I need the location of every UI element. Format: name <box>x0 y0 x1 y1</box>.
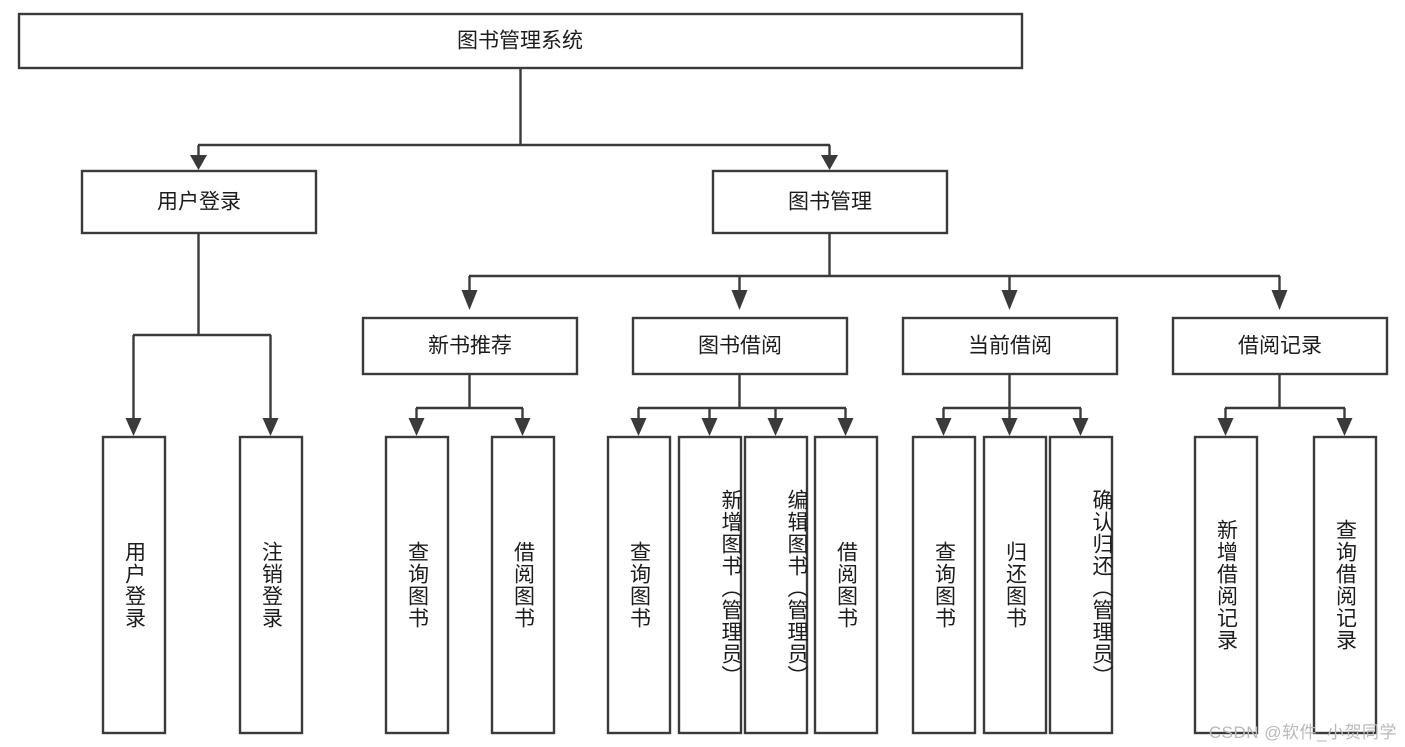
leaf-boxes-group <box>101 435 1378 735</box>
leaf-box-return-book[interactable] <box>982 435 1048 735</box>
connector-group-borrow-record <box>1217 374 1353 436</box>
arrow-head-leaf-add-book <box>701 418 718 436</box>
arrow-head-current-borrow <box>1001 290 1018 310</box>
node-current-borrow-box[interactable] <box>901 316 1119 376</box>
arrow-head-user-login <box>190 155 207 170</box>
connector-group-user-login <box>125 233 279 436</box>
arrow-head-leaf-query-book-1 <box>408 418 425 436</box>
connector-group-root <box>190 68 838 170</box>
node-new-book-recommend[interactable]: 新书推荐 <box>361 316 579 376</box>
node-book-borrow-box[interactable] <box>631 316 849 376</box>
leaf-box-user-login[interactable] <box>101 435 167 735</box>
leaf-box-borrow-book-2[interactable] <box>813 435 879 735</box>
csdn-watermark: CSDN @软件_小贺同学 <box>1208 723 1397 742</box>
node-current-borrow-label: 当前借阅 <box>968 335 1052 358</box>
leaf-box-edit-book[interactable] <box>743 435 809 735</box>
node-book-borrow-label: 图书借阅 <box>698 335 782 358</box>
arrow-head-leaf-borrow-book-2 <box>837 418 854 436</box>
node-root-box[interactable] <box>17 12 1024 70</box>
leaf-box-logout-login[interactable] <box>238 435 304 735</box>
node-book-manage[interactable]: 图书管理 <box>711 169 949 235</box>
node-root[interactable]: 图书管理系统 <box>17 12 1024 70</box>
arrow-head-leaf-query-book-2 <box>630 418 647 436</box>
leaf-box-confirm-return[interactable] <box>1048 435 1114 735</box>
arrow-head-leaf-borrow-book-1 <box>514 418 531 436</box>
node-root-label: 图书管理系统 <box>457 30 583 53</box>
arrow-head-borrow-record <box>1271 290 1288 310</box>
arrow-head-leaf-confirm-return <box>1072 418 1089 436</box>
leaf-box-query-book-1[interactable] <box>384 435 450 735</box>
node-current-borrow[interactable]: 当前借阅 <box>901 316 1119 376</box>
arrow-head-book-borrow <box>731 290 748 310</box>
node-borrow-record-label: 借阅记录 <box>1238 335 1322 358</box>
node-new-book-recommend-label: 新书推荐 <box>428 335 512 358</box>
arrow-head-book-manage <box>821 155 838 170</box>
leaf-box-query-book-3[interactable] <box>911 435 977 735</box>
node-user-login-box[interactable] <box>80 169 318 235</box>
arrow-head-leaf-logout-login <box>262 418 279 436</box>
node-borrow-record[interactable]: 借阅记录 <box>1171 316 1389 376</box>
arrow-head-leaf-return-book <box>1001 418 1018 436</box>
leaf-box-query-book-2[interactable] <box>606 435 672 735</box>
arrow-head-new-book-recommend <box>461 290 478 310</box>
node-book-borrow[interactable]: 图书借阅 <box>631 316 849 376</box>
node-new-book-recommend-box[interactable] <box>361 316 579 376</box>
node-book-manage-box[interactable] <box>711 169 949 235</box>
leaf-box-add-record[interactable] <box>1193 435 1259 735</box>
arrow-head-leaf-user-login <box>125 418 142 436</box>
arrow-head-leaf-query-book-3 <box>935 418 952 436</box>
node-user-login[interactable]: 用户登录 <box>80 169 318 235</box>
leaf-box-query-record[interactable] <box>1312 435 1378 735</box>
leaf-box-borrow-book-1[interactable] <box>490 435 556 735</box>
arrow-head-leaf-query-record <box>1336 418 1353 436</box>
node-borrow-record-box[interactable] <box>1171 316 1389 376</box>
connector-group-book-manage <box>461 233 1288 310</box>
connector-group-book-borrow <box>630 374 854 436</box>
arrow-head-leaf-add-record <box>1217 418 1234 436</box>
node-book-manage-label: 图书管理 <box>788 191 872 214</box>
connector-group-current-borrow <box>935 374 1089 436</box>
arrow-head-leaf-edit-book <box>767 418 784 436</box>
connector-group-new-book-recommend <box>408 374 531 436</box>
node-user-login-label: 用户登录 <box>157 191 241 214</box>
leaf-box-add-book[interactable] <box>677 435 743 735</box>
